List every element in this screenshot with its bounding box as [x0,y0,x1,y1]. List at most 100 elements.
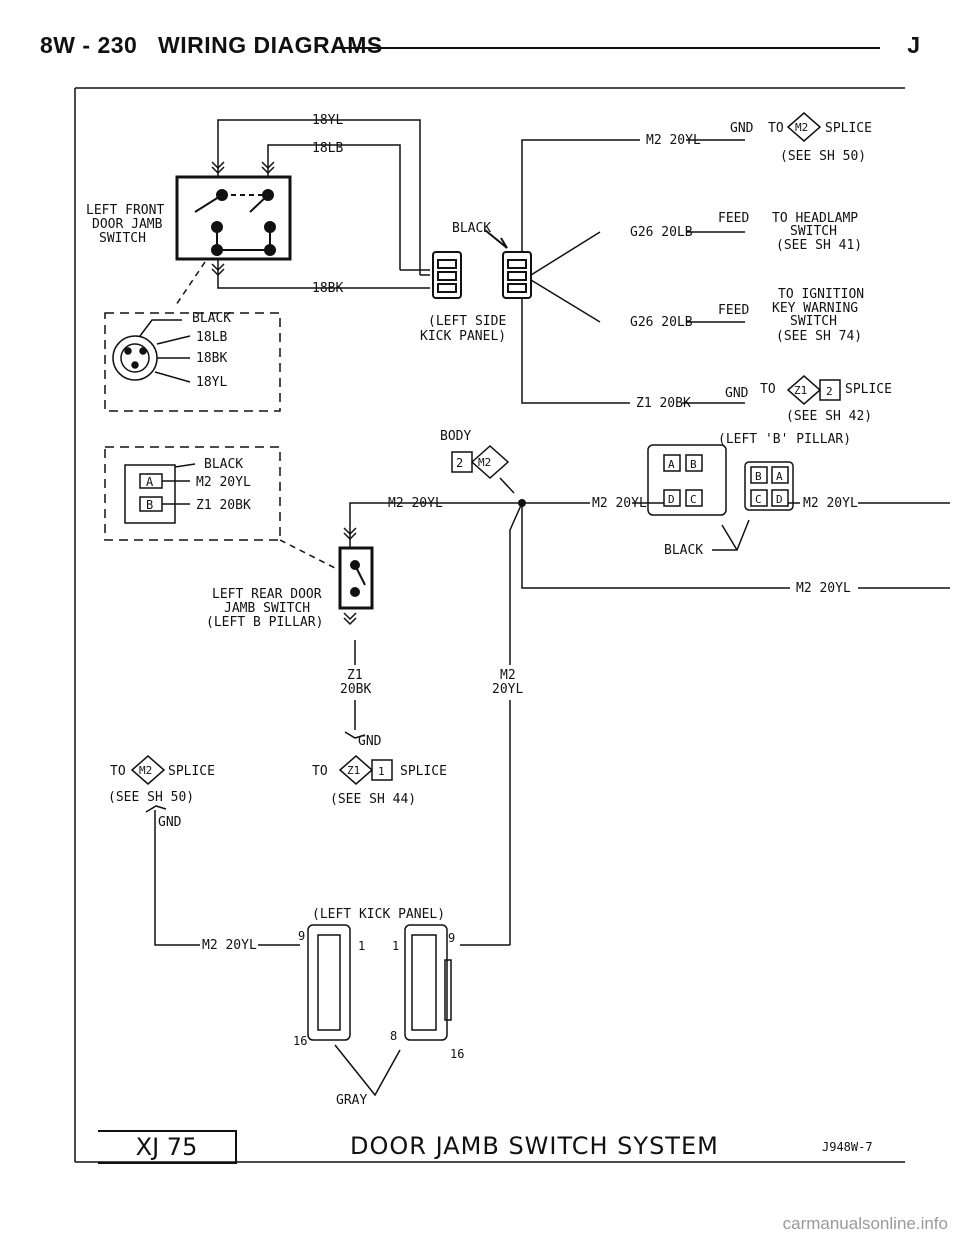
lbl-rc1-type: GND [730,121,754,136]
bottom-center-splice [338,755,393,785]
lbl-lf-title-1: LEFT FRONT [86,203,164,218]
kick-panel-connector [432,229,532,299]
lbl-rc3-dest-2: KEY WARNING [772,301,858,316]
lbl-lr-title-2: JAMB SWITCH [224,601,310,616]
lbl-kick-loc-1: (LEFT SIDE [428,314,506,329]
lbl-front-view-color: BLACK [192,311,231,326]
watermark: carmanualsonline.info [782,1214,948,1233]
lbl-rc2-dest-3: (SEE SH 41) [776,238,862,253]
left-rear-switch [338,546,374,610]
lbl-18bk: 18BK [312,281,343,296]
lbl-m2: M2 [500,668,516,683]
lbl-bl-to: TO [110,764,126,779]
lbl-bl-splice: M2 [139,764,152,777]
lbl-bp-l-4: C [690,493,697,506]
body-splice [451,444,515,494]
lbl-rc2-type: FEED [718,211,749,226]
b-pillar-connector [632,444,950,589]
lbl-kick-color: BLACK [452,221,491,236]
lbl-bp-color: BLACK [664,543,703,558]
lbl-rc3-dest-4: (SEE SH 74) [776,329,862,344]
rear-connector-view [104,446,336,569]
lbl-body: BODY [440,429,471,444]
lbl-pin-r1: 1 [392,939,399,953]
lbl-lf-title-3: SWITCH [99,231,146,246]
lbl-bc-text: SPLICE [400,764,447,779]
svg-labels: 18YL 18LB 18BK LEFT FRONT DOOR JAMB SWIT… [86,113,892,1108]
lbl-front-pin-3: 18YL [196,375,227,390]
lbl-rc1-splice: M2 [795,121,808,134]
lbl-b-pillar-loc: (LEFT 'B' PILLAR) [718,432,851,447]
right-trunk-wires [521,139,745,404]
lbl-bp-r-4: D [776,493,783,506]
lbl-rc2-dest-1: TO HEADLAMP [772,211,858,226]
lbl-18lb: 18LB [312,141,343,156]
lbl-front-pin-1: 18LB [196,330,227,345]
lbl-bc-see: (SEE SH 44) [330,792,416,807]
central-wires [343,502,790,946]
lbl-18yl: 18YL [312,113,343,128]
lbl-rc3-wire: G26 20LB [630,315,693,330]
lbl-rc3-dest-1: TO IGNITION [778,287,864,302]
lbl-z1: Z1 [347,668,363,683]
lbl-pin-m8: 8 [390,1029,397,1043]
lbl-rc4-see: (SEE SH 42) [786,409,872,424]
lbl-pin-r16: 16 [450,1047,464,1061]
header-title: 8W - 230 WIRING DIAGRAMS [40,32,383,59]
lbl-bp-l-2: B [690,458,697,471]
lbl-rear-wire-a: M2 20YL [196,475,251,490]
lbl-bottom-color: GRAY [336,1093,367,1108]
lbl-lf-title-2: DOOR JAMB [92,217,163,232]
lbl-lr-title-3: (LEFT B PILLAR) [206,615,323,630]
lbl-bc-num: 1 [378,765,385,778]
lbl-bc-to: TO [312,764,328,779]
lbl-rear-view-color: BLACK [204,457,243,472]
footer-title: DOOR JAMB SWITCH SYSTEM [350,1132,719,1160]
lbl-rear-wire-b: Z1 20BK [196,498,251,513]
bottom-left-wires [130,755,300,946]
lbl-20yl: 20YL [492,682,523,697]
lbl-rear-pin-b: B [146,498,153,512]
lbl-rc4-wire: Z1 20BK [636,396,691,411]
lbl-pin-lb: 16 [293,1034,307,1048]
header-page-ref: 8W - 230 [40,32,138,58]
footer-code: J948W-7 [822,1140,873,1154]
lbl-rc1-see: (SEE SH 50) [780,149,866,164]
header-edition: J [907,32,920,58]
lbl-rc4-splice: Z1 [794,384,807,397]
lbl-rc3-type: FEED [718,303,749,318]
lbl-20bk: 20BK [340,682,371,697]
lbl-bp-l-1: A [668,458,675,471]
lbl-rear-pin-a: A [146,475,154,489]
lbl-bc-splice: Z1 [347,764,360,777]
splice-m2-upper [786,112,822,142]
splice-z1-upper [786,375,841,405]
lbl-bp-wire-1: M2 20YL [803,496,858,511]
lbl-bp-wire-2: M2 20YL [796,581,851,596]
lbl-mid-left-wire: M2 20YL [388,496,443,511]
lbl-mid-right-wire: M2 20YL [592,496,647,511]
lbl-body-num: 2 [456,456,463,470]
header-section: WIRING DIAGRAMS [158,32,383,58]
lbl-bc-gnd: GND [358,734,382,749]
lbl-bp-l-3: D [668,493,675,506]
lbl-rc1-to: TO [768,121,784,136]
lbl-rc4-splice-num: 2 [826,385,833,398]
lbl-rc4-type: GND [725,386,749,401]
lbl-bl-text: SPLICE [168,764,215,779]
lbl-bl-see: (SEE SH 50) [108,790,194,805]
lbl-rc1-wire: M2 20YL [646,133,701,148]
lbl-front-pin-2: 18BK [196,351,227,366]
lbl-pin-m1: 1 [358,939,365,953]
lbl-rc4-splice-text: SPLICE [845,382,892,397]
left-front-wires [175,119,430,306]
lbl-rc1-splice-text: SPLICE [825,121,872,136]
lbl-bottom-loc: (LEFT KICK PANEL) [312,907,445,922]
lbl-rc2-wire: G26 20LB [630,225,693,240]
lbl-bp-r-3: C [755,493,762,506]
lbl-kick-loc-2: KICK PANEL) [420,329,506,344]
left-front-switch [175,175,292,261]
lbl-body-id: M2 [478,456,491,469]
lbl-rc4-to: TO [760,382,776,397]
